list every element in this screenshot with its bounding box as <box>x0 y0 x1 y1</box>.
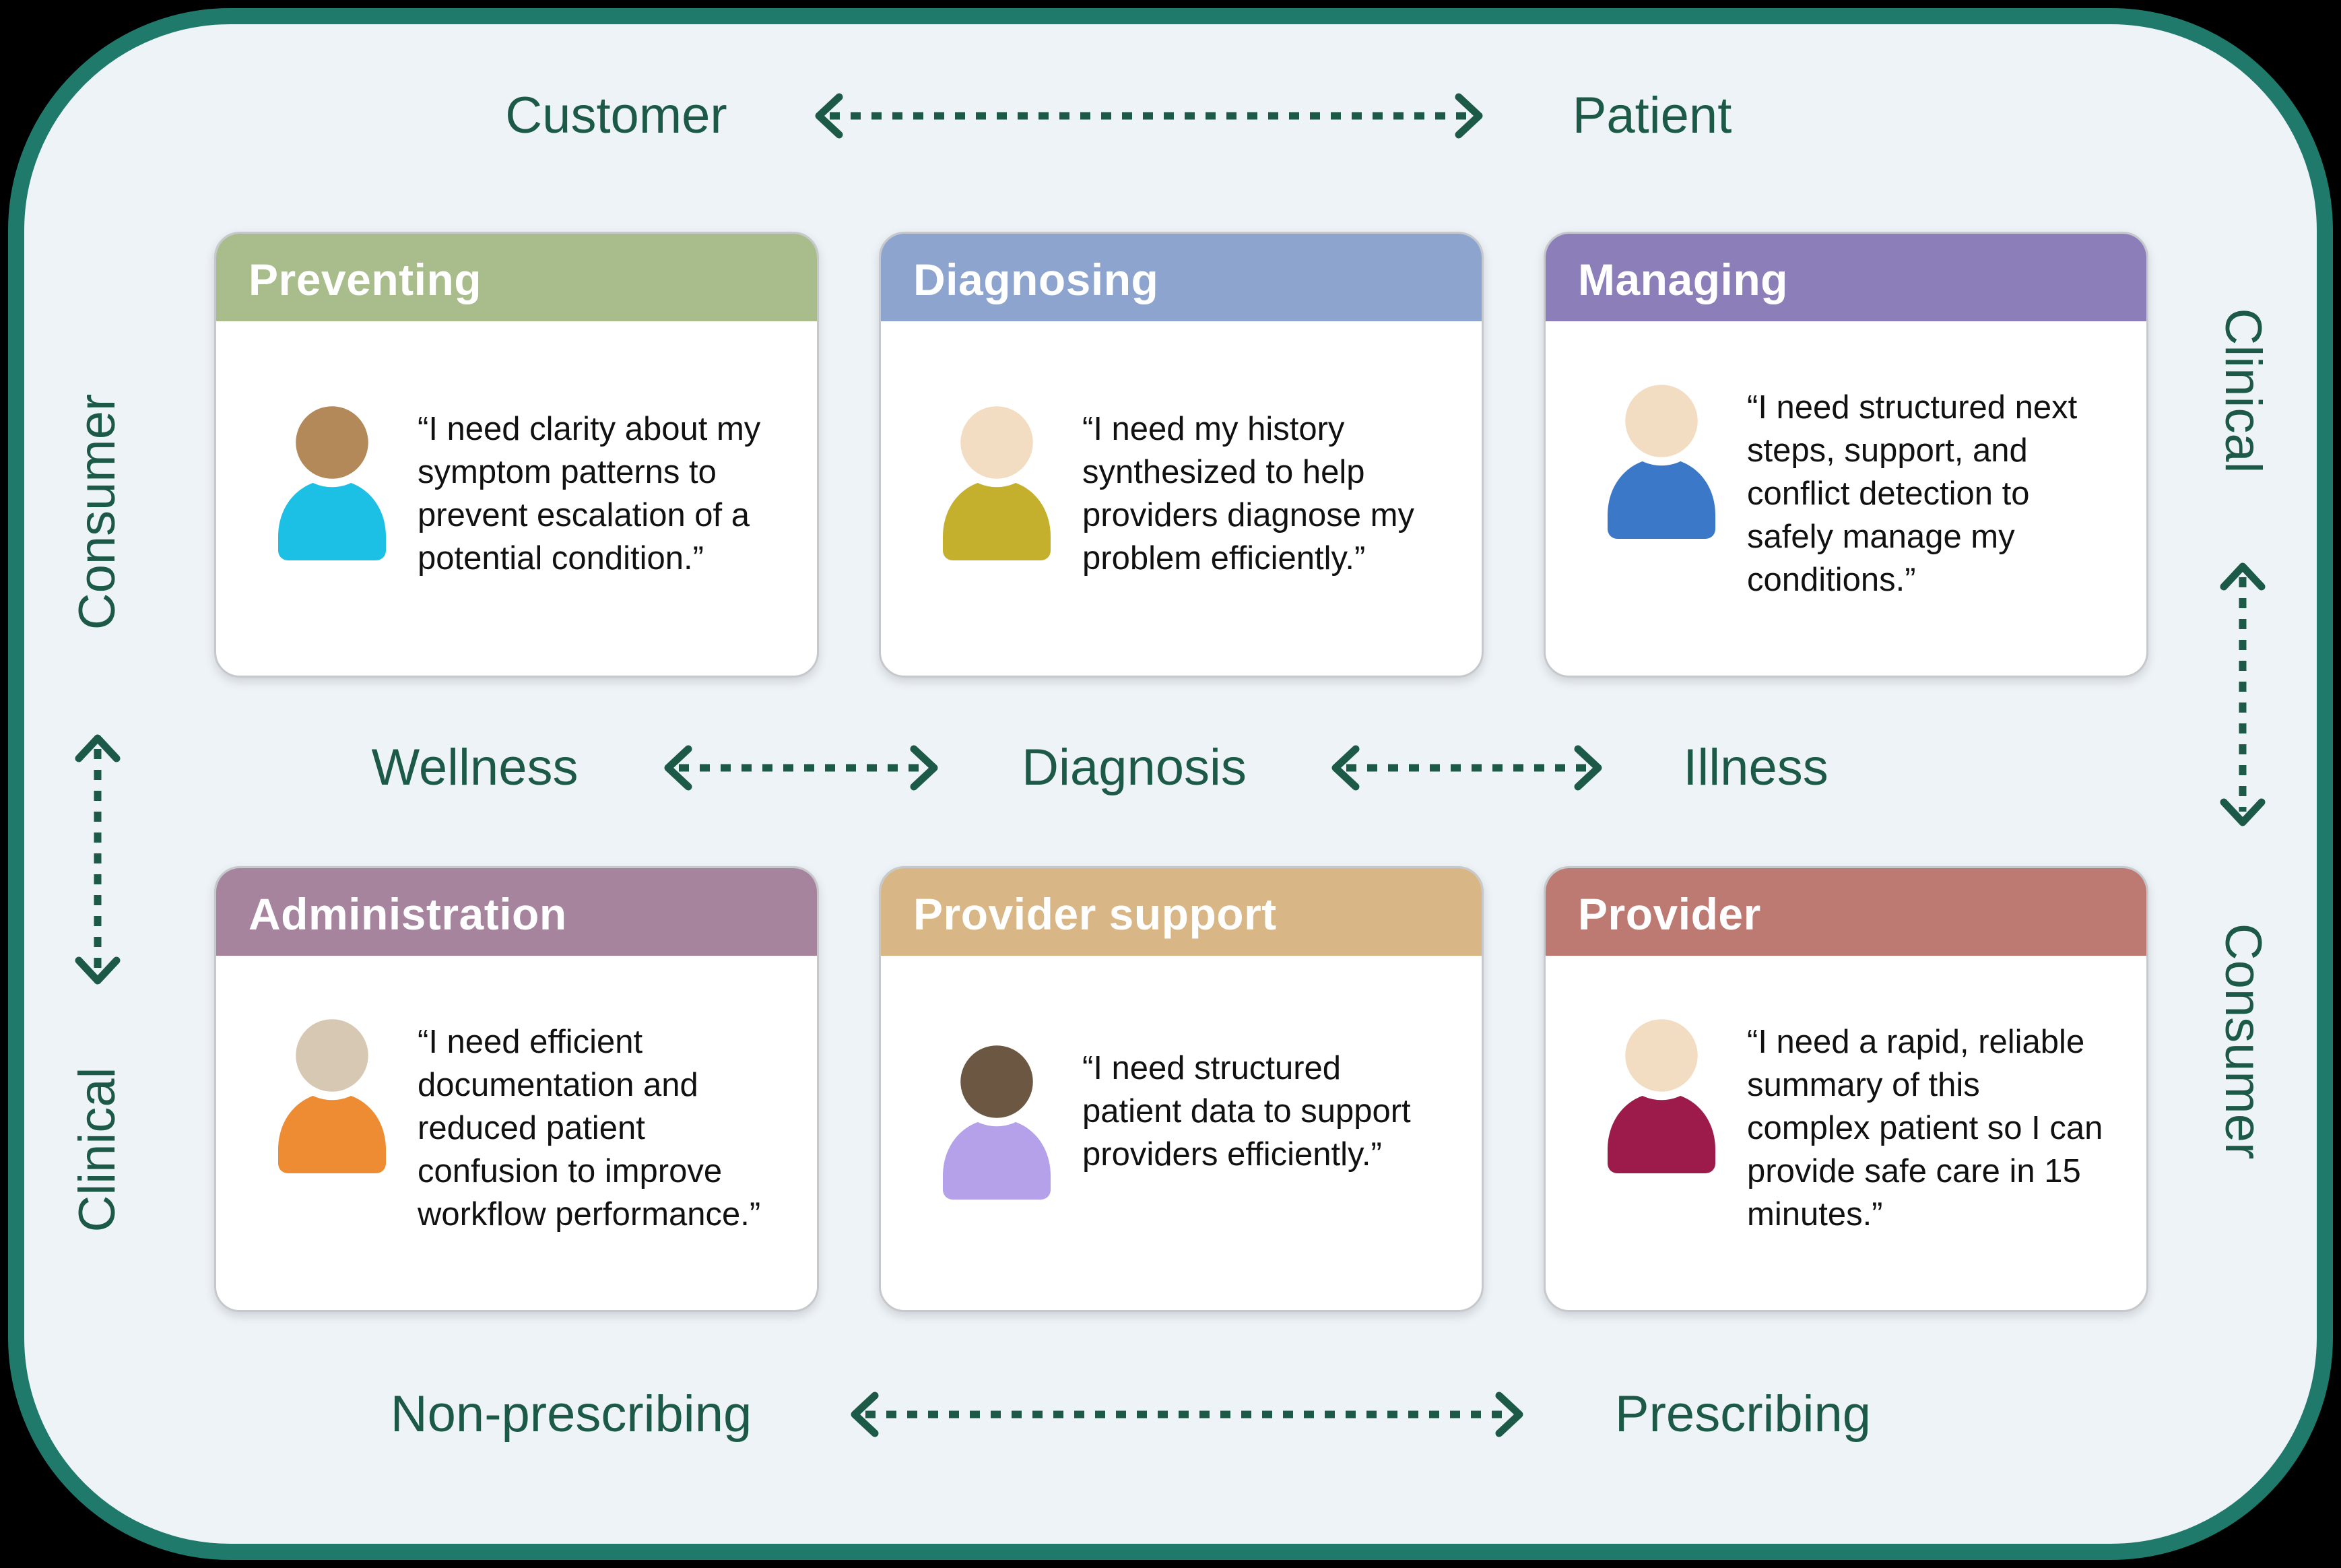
card-header: Preventing <box>216 234 817 321</box>
persona-quote: “I need structured next steps, support, … <box>1747 389 2078 598</box>
card-title: Managing <box>1578 255 1788 304</box>
middle-axis-center-label: Diagnosis <box>1022 739 1247 796</box>
persona-card-preventing: Preventing “I need clarity about my symp… <box>214 232 819 678</box>
person-icon <box>1608 381 1715 539</box>
card-body: “I need structured next steps, support, … <box>1546 321 2146 676</box>
left-axis-top-label: Consumer <box>69 393 126 630</box>
card-title: Diagnosing <box>913 255 1159 304</box>
person-icon <box>278 402 386 560</box>
person-icon <box>943 1041 1051 1200</box>
right-axis-top-label: Clinical <box>2214 308 2272 473</box>
card-header: Provider <box>1546 868 2146 956</box>
card-title: Provider support <box>913 889 1277 939</box>
persona-quote: “I need structured patient data to suppo… <box>1082 1050 1411 1173</box>
right-axis-bottom-label: Consumer <box>2214 923 2272 1160</box>
bottom-axis-left-label: Non-prescribing <box>390 1385 752 1443</box>
card-title: Preventing <box>249 255 482 304</box>
middle-axis-right-arrow <box>1329 744 1605 791</box>
card-header: Provider support <box>881 868 1482 956</box>
middle-axis-left-label: Wellness <box>371 739 579 796</box>
persona-card-provider: Provider “I need a rapid, reliable summa… <box>1544 866 2148 1312</box>
middle-axis-right-label: Illness <box>1683 739 1828 796</box>
card-body: “I need my history synthesized to help p… <box>881 321 1482 676</box>
persona-quote: “I need a rapid, reliable summary of thi… <box>1747 1024 2103 1233</box>
card-header: Administration <box>216 868 817 956</box>
persona-card-administration: Administration “I need efficient documen… <box>214 866 819 1312</box>
person-icon <box>278 1015 386 1173</box>
middle-axis-left-arrow <box>661 744 941 791</box>
persona-quote: “I need my history synthesized to help p… <box>1082 411 1414 577</box>
card-title: Provider <box>1578 889 1761 939</box>
persona-quote: “I need clarity about my symptom pattern… <box>418 411 761 577</box>
top-axis-right-label: Patient <box>1572 87 1732 144</box>
card-header: Diagnosing <box>881 234 1482 321</box>
card-body: “I need a rapid, reliable summary of thi… <box>1546 956 2146 1310</box>
bottom-axis-right-label: Prescribing <box>1614 1385 1872 1443</box>
card-header: Managing <box>1546 234 2146 321</box>
card-title: Administration <box>249 889 567 939</box>
card-body: “I need clarity about my symptom pattern… <box>216 321 817 676</box>
persona-card-provider-support: Provider support “I need structured pati… <box>879 866 1484 1312</box>
card-body: “I need efficient documentation and redu… <box>216 956 817 1310</box>
card-body: “I need structured patient data to suppo… <box>881 956 1482 1310</box>
top-axis-left-label: Customer <box>505 87 727 144</box>
person-icon <box>1608 1015 1715 1173</box>
left-axis-bottom-label: Clinical <box>69 1067 126 1233</box>
persona-card-managing: Managing “I need structured next steps, … <box>1544 232 2148 678</box>
left-axis-arrow <box>74 731 121 987</box>
persona-card-diagnosing: Diagnosing “I need my history synthesize… <box>879 232 1484 678</box>
persona-quote: “I need efficient documentation and redu… <box>418 1024 761 1233</box>
right-axis-arrow <box>2219 560 2266 829</box>
person-icon <box>943 402 1051 560</box>
top-axis-arrow <box>812 92 1486 139</box>
bottom-axis-arrow <box>848 1391 1526 1438</box>
